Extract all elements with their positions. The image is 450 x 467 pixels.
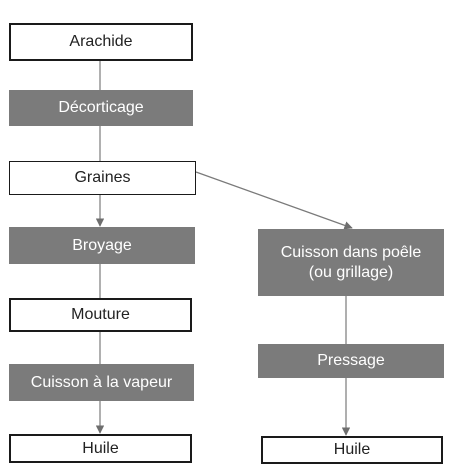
arrow-graines-cuisson-poele	[195, 171, 353, 230]
step-huile-right-label: Huile	[333, 441, 371, 458]
step-cuisson-poele: Cuisson dans poêle (ou grillage)	[258, 229, 444, 296]
step-graines: Graines	[9, 161, 196, 195]
step-arachide-label: Arachide	[69, 33, 133, 50]
step-cuisson-vapeur-label: Cuisson à la vapeur	[30, 373, 173, 391]
step-decorticage: Décorticage	[9, 90, 193, 126]
step-decorticage-label: Décorticage	[58, 99, 144, 116]
step-pressage-label: Pressage	[317, 352, 385, 369]
step-broyage-label: Broyage	[72, 236, 132, 254]
step-mouture: Mouture	[9, 298, 192, 332]
step-pressage: Pressage	[258, 344, 444, 378]
step-cuisson-vapeur: Cuisson à la vapeur	[9, 364, 194, 401]
step-huile-right: Huile	[261, 436, 443, 464]
step-cuisson-poele-label: Cuisson dans poêle (ou grillage)	[280, 243, 422, 281]
step-arachide: Arachide	[9, 23, 193, 61]
step-mouture-label: Mouture	[71, 306, 130, 323]
step-huile-left-label: Huile	[82, 439, 119, 457]
step-huile-left: Huile	[9, 434, 192, 463]
step-broyage: Broyage	[9, 227, 195, 264]
step-graines-label: Graines	[74, 169, 131, 186]
